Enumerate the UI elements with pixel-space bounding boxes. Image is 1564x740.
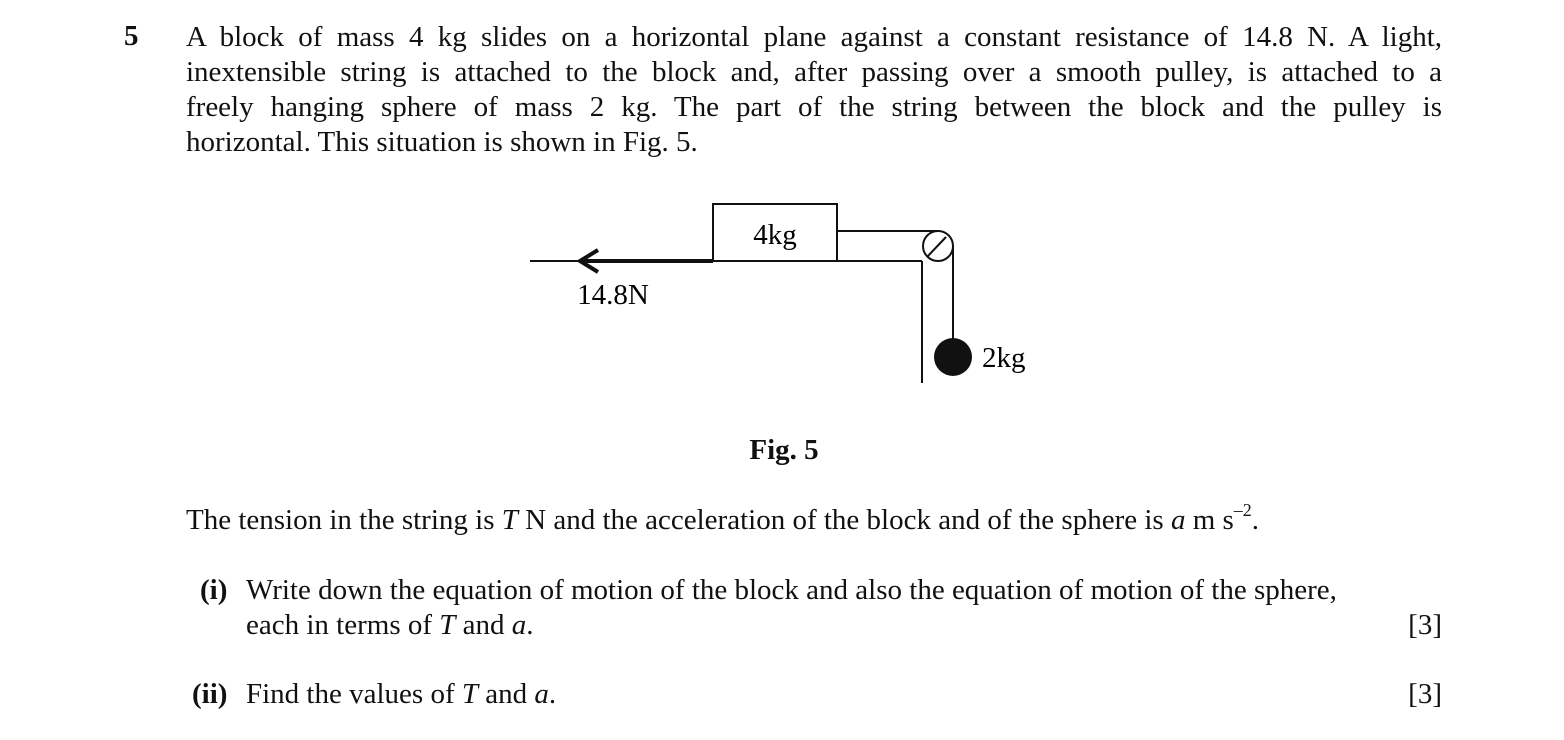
- block: [712, 203, 838, 262]
- part-ii-T: T: [461, 678, 478, 710]
- part-i: (i) Write down the equation of motion of…: [186, 574, 1442, 644]
- part-ii: (ii) Find the values of T and a. [3]: [186, 678, 1442, 713]
- sphere: [934, 338, 972, 376]
- part-i-line2-prefix: each in terms of: [246, 609, 440, 641]
- question-intro: A block of mass 4 kg slides on a horizon…: [186, 20, 1442, 160]
- part-i-line1: Write down the equation of motion of the…: [246, 574, 1337, 606]
- tension-symbol: T: [501, 504, 518, 536]
- part-i-T: T: [439, 609, 456, 641]
- part-ii-a: a: [534, 678, 549, 710]
- unit-exponent: –2: [1233, 500, 1252, 520]
- intro-line-3: freely hanging sphere of mass 2 kg. The …: [186, 91, 1442, 123]
- block-label: 4kg: [753, 219, 797, 251]
- part-i-line2-end: .: [526, 609, 534, 641]
- tension-end: .: [1251, 504, 1260, 536]
- part-ii-label: (ii): [192, 678, 228, 710]
- intro-line-2: inextensible string is attached to the b…: [186, 56, 1442, 88]
- part-ii-prefix: Find the values of: [246, 678, 462, 710]
- pulley-diagram: 4kg 2kg 14.8N: [530, 203, 1026, 383]
- intro-line-4: horizontal. This situation is shown in F…: [186, 126, 698, 158]
- intro-line-1: A block of mass 4 kg slides on a horizon…: [186, 21, 1442, 53]
- force-label: 14.8N: [577, 279, 649, 311]
- acceleration-unit: m s: [1185, 504, 1234, 536]
- part-ii-text: Find the values of T and a.: [246, 678, 556, 711]
- part-i-label: (i): [200, 574, 228, 606]
- part-i-marks: [3]: [1408, 609, 1442, 641]
- part-i-a: a: [511, 609, 527, 641]
- figure-caption: Fig. 5: [749, 434, 819, 466]
- part-ii-mid: and: [478, 678, 535, 710]
- tension-prefix: The tension in the string is: [186, 504, 502, 536]
- part-ii-marks: [3]: [1408, 678, 1442, 710]
- question-number: 5: [124, 20, 139, 52]
- acceleration-symbol: a: [1170, 504, 1186, 536]
- pulley-bracket: [926, 236, 947, 258]
- part-i-line2: each in terms of T and a.: [246, 609, 534, 642]
- sphere-label: 2kg: [982, 342, 1026, 374]
- arrow-head: [576, 248, 600, 274]
- tension-sentence: The tension in the string is T N and the…: [186, 500, 1260, 537]
- part-ii-end: .: [548, 678, 557, 710]
- part-i-line2-mid: and: [455, 609, 512, 641]
- tension-mid: N and the acceleration of the block and …: [517, 504, 1171, 536]
